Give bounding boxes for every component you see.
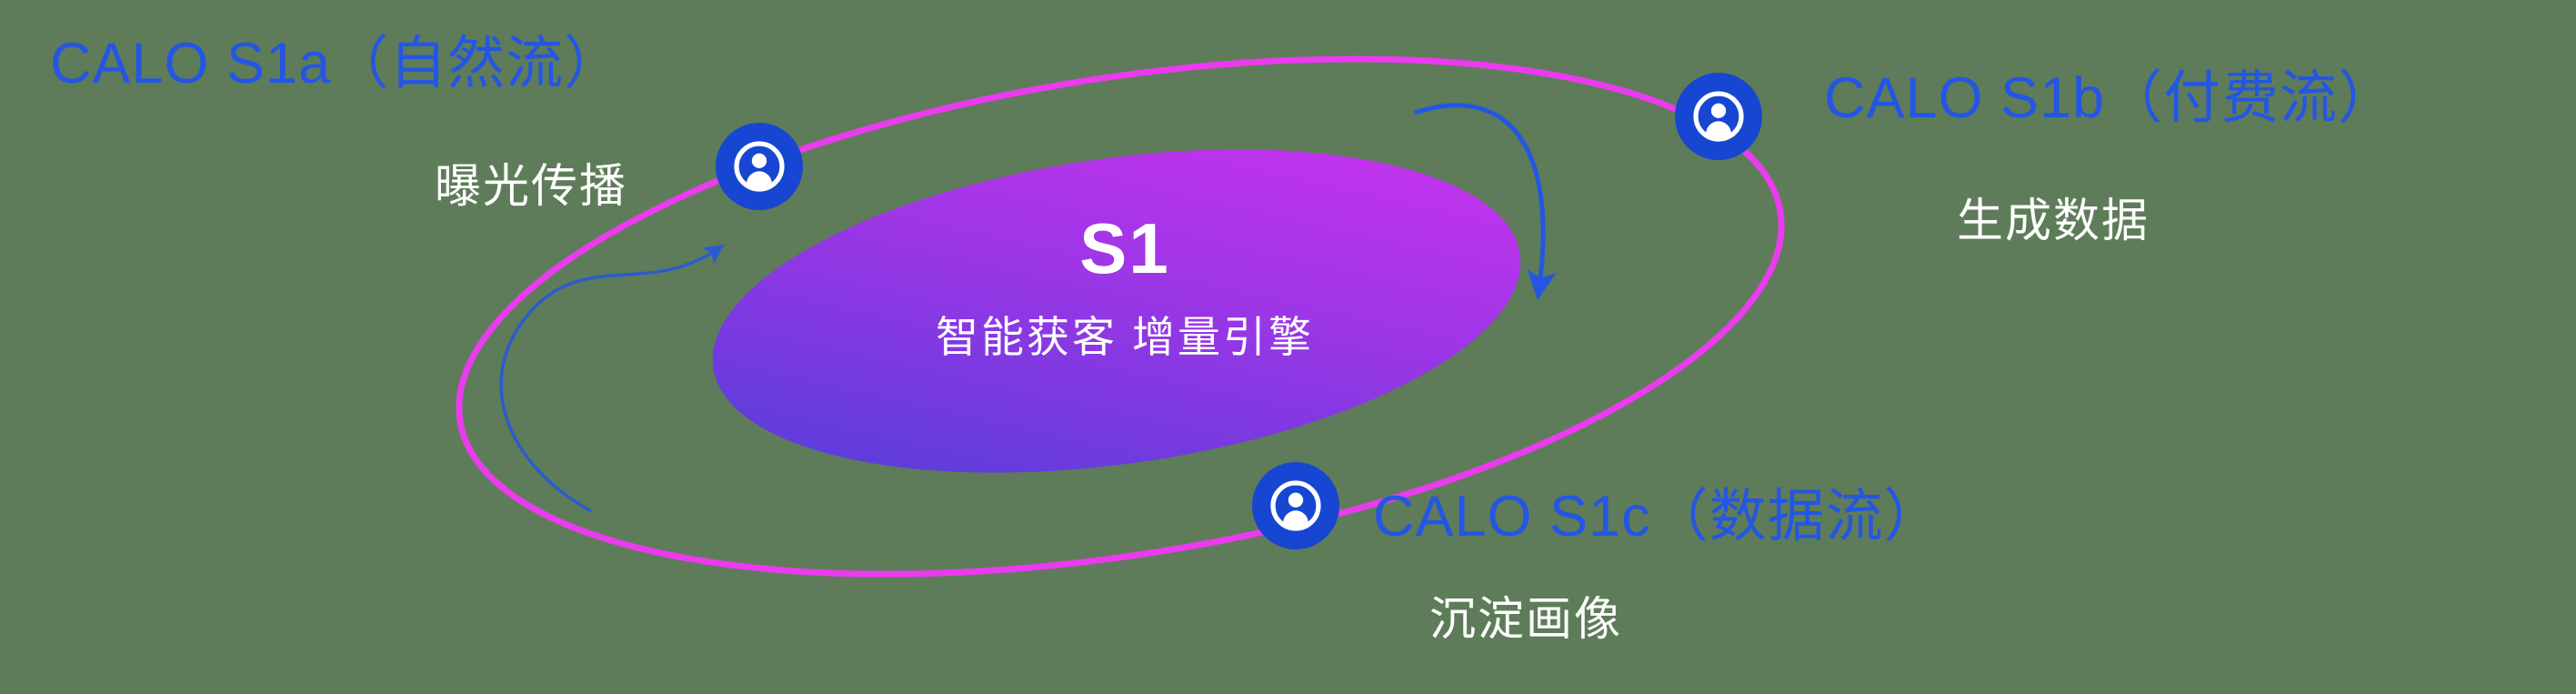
flow-arrow-right bbox=[1414, 103, 1557, 301]
flow-arrow-left bbox=[499, 244, 725, 513]
node-label-s1b: CALO S1b（付费流） bbox=[1824, 66, 2397, 130]
node-label-s1c: CALO S1c（数据流） bbox=[1373, 485, 1942, 548]
user-circle-icon-s1c bbox=[1252, 462, 1339, 549]
node-sublabel-s1c: 沉淀画像 bbox=[1429, 593, 1623, 645]
node-sublabel-s1a: 曝光传播 bbox=[435, 160, 628, 212]
orbit-ring bbox=[456, 55, 1785, 578]
node-label-s1a: CALO S1a（自然流） bbox=[50, 32, 623, 96]
core-subtitle: 智能获客 增量引擎 bbox=[935, 313, 1315, 361]
core-title: S1 bbox=[1079, 208, 1170, 288]
user-circle-icon-s1b bbox=[1675, 73, 1762, 160]
core-ellipse bbox=[712, 149, 1521, 473]
user-circle-icon-s1a bbox=[716, 123, 803, 210]
node-sublabel-s1b: 生成数据 bbox=[1957, 195, 2150, 246]
